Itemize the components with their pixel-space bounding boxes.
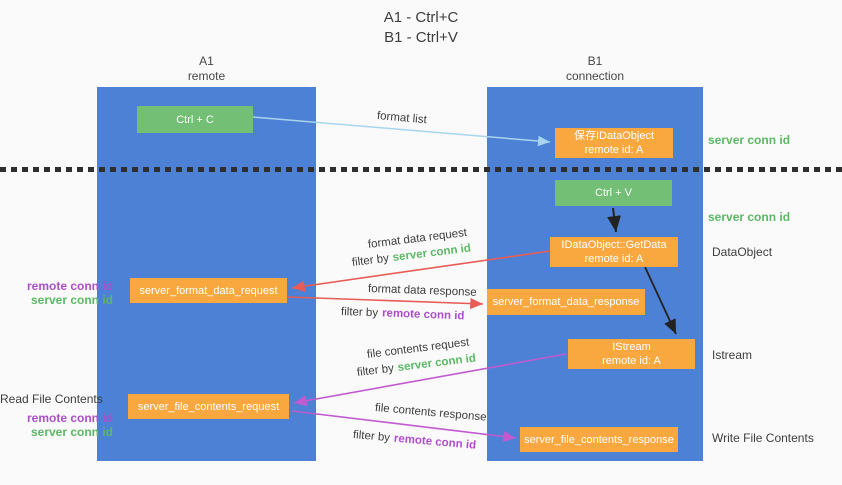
node-idataobject-getdata-line1: IDataObject::GetData (561, 239, 667, 251)
label-server-conn-id-top: server conn id (708, 133, 791, 147)
node-istream-line1: IStream (612, 341, 651, 353)
filter-by-text: filter by (351, 252, 390, 269)
filter-by-text: filter by (352, 429, 391, 445)
label-dataobject: DataObject (712, 245, 773, 259)
label-format-list: format list (376, 110, 428, 127)
column-a-role: remote (187, 69, 226, 83)
column-b-id: B1 (587, 54, 603, 68)
title-line-1: A1 - Ctrl+C (383, 9, 459, 26)
remote-conn-id-key: remote conn id (381, 307, 465, 323)
label-remote-conn-id-1: remote conn id (26, 279, 113, 293)
node-istream: IStream remote id: A (568, 339, 695, 369)
column-a-header: A1 remote (97, 54, 316, 84)
diagram-title: A1 - Ctrl+C B1 - Ctrl+V (0, 8, 842, 48)
node-save-idataobject: 保存IDataObject remote id: A (555, 128, 673, 158)
node-server-format-data-response-label: server_format_data_response (492, 296, 640, 308)
label-file-contents-response: file contents response (374, 402, 487, 424)
node-idataobject-getdata-line2: remote id: A (584, 253, 644, 265)
node-server-file-contents-response-label: server_file_contents_response (524, 433, 674, 446)
node-server-file-contents-request: server_file_contents_request (128, 394, 289, 419)
column-a-id: A1 (199, 54, 214, 68)
node-save-idataobject-line2: remote id: A (584, 144, 644, 156)
node-ctrl-v: Ctrl + V (555, 180, 672, 206)
column-b-role: connection (565, 69, 625, 83)
label-remote-conn-id-2: remote conn id (26, 411, 113, 425)
filter-by-text: filter by (356, 362, 395, 379)
node-server-file-contents-request-label: server_file_contents_request (137, 400, 280, 413)
label-server-conn-id-mid: server conn id (708, 210, 791, 224)
node-ctrl-v-label: Ctrl + V (595, 187, 632, 199)
node-istream-line2: remote id: A (602, 355, 661, 367)
node-server-file-contents-response: server_file_contents_response (520, 427, 678, 452)
arrow-format-data-response (287, 296, 484, 310)
label-format-data-response: format data response (367, 283, 477, 299)
label-istream: Istream (712, 348, 753, 362)
node-idataobject-getdata: IDataObject::GetData remote id: A (550, 237, 678, 267)
title-line-2: B1 - Ctrl+V (384, 29, 458, 46)
node-save-idataobject-line1: 保存IDataObject (573, 130, 655, 142)
node-ctrl-c: Ctrl + C (137, 106, 253, 133)
label-read-file-contents: Read File Contents (0, 392, 103, 406)
column-b-header: B1 connection (487, 54, 703, 84)
phase-separator-dotted-line (0, 167, 842, 172)
node-ctrl-c-label: Ctrl + C (176, 113, 214, 126)
label-write-file-contents: Write File Contents (712, 431, 814, 445)
remote-conn-id-key: remote conn id (393, 432, 477, 452)
node-server-format-data-request: server_format_data_request (130, 278, 287, 303)
label-server-conn-id-2: server conn id (30, 425, 113, 439)
node-server-format-data-response: server_format_data_response (487, 289, 645, 315)
node-server-format-data-request-label: server_format_data_request (139, 284, 278, 297)
filter-by-text: filter by (340, 306, 379, 320)
label-server-conn-id-1: server conn id (30, 293, 113, 307)
